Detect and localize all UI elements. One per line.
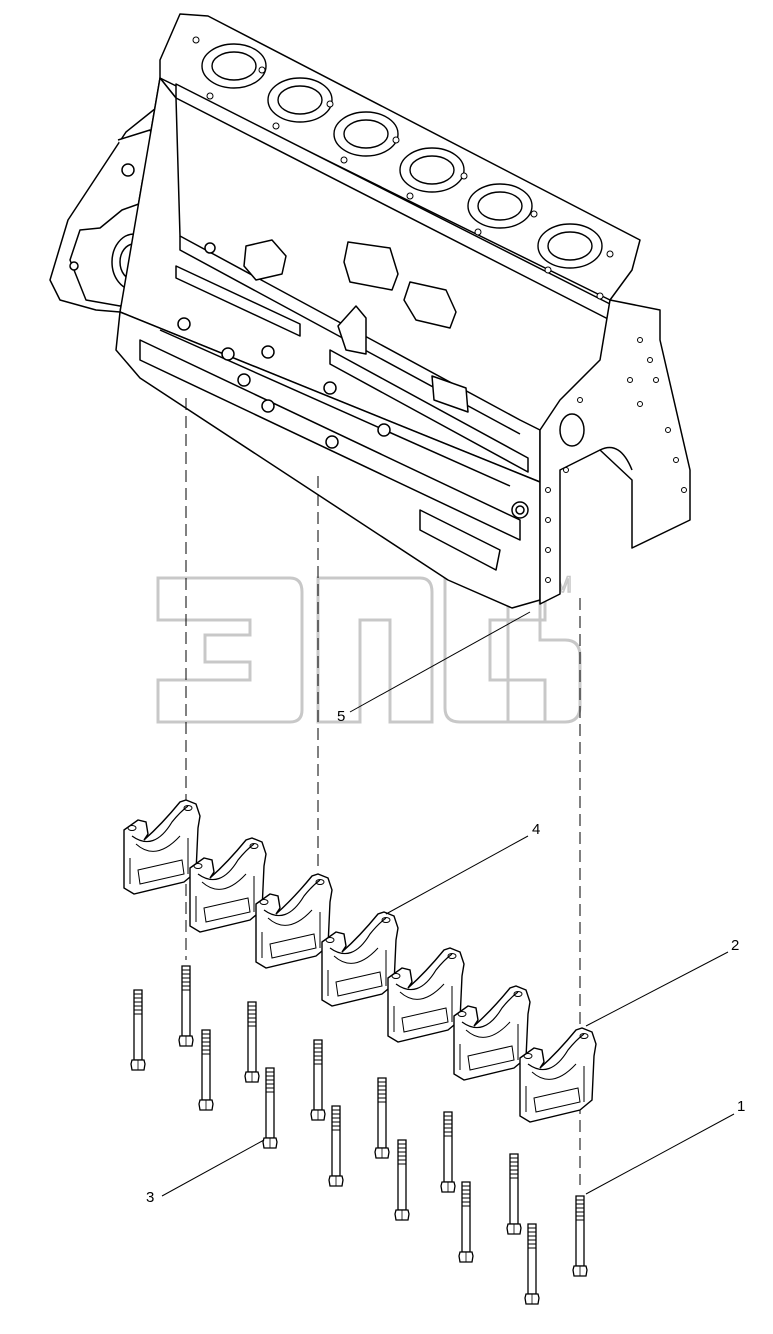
bolt (262, 1067, 278, 1149)
callout-5-label: 5 (337, 708, 346, 725)
bearing-cap (123, 799, 201, 895)
bolt (458, 1181, 474, 1263)
bearing-cap (321, 911, 399, 1007)
bolt (328, 1105, 344, 1187)
leader-line-3 (161, 1139, 265, 1197)
bolt (310, 1039, 326, 1121)
bolt (572, 1195, 588, 1277)
bearing-cap (519, 1027, 597, 1123)
leader-line-4 (385, 835, 529, 915)
callout-4-label: 4 (532, 821, 541, 838)
leader-line-2 (585, 951, 729, 1027)
bolt (130, 989, 146, 1071)
callout-2-label: 2 (731, 937, 740, 954)
bolt (244, 1001, 260, 1083)
bolt (198, 1029, 214, 1111)
leader-line-1 (585, 1113, 735, 1195)
bearing-caps (123, 799, 597, 1123)
cylinder-block (49, 13, 691, 609)
callout-3-label: 3 (146, 1189, 155, 1206)
bearing-cap (189, 837, 267, 933)
bolt (524, 1223, 540, 1305)
bolt (178, 965, 194, 1047)
bolt (374, 1077, 390, 1159)
leader-line-5 (349, 611, 531, 713)
leader-lines (161, 611, 735, 1197)
bearing-cap (255, 873, 333, 969)
bolt (506, 1153, 522, 1235)
bearing-cap (387, 947, 465, 1043)
bolt (440, 1111, 456, 1193)
callout-1-label: 1 (737, 1098, 746, 1115)
bearing-cap (453, 985, 531, 1081)
bolt (394, 1139, 410, 1221)
